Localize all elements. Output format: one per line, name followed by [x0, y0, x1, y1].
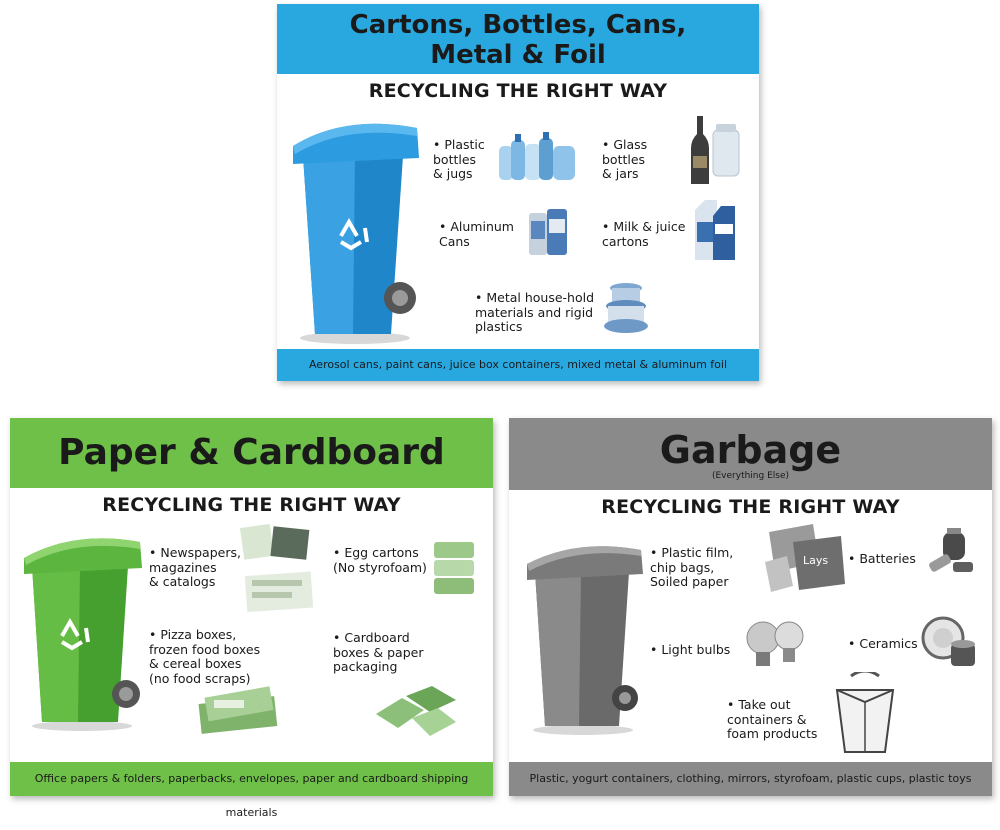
milk-carton-icon	[691, 198, 739, 262]
light-bulbs-icon	[743, 618, 809, 676]
paper-subtitle: RECYCLING THE RIGHT WAY	[102, 494, 401, 516]
paper-item-newspapers-label: • Newspapers, magazines & catalogs	[149, 545, 241, 589]
cartons-title-line2: Metal & Foil	[430, 40, 606, 70]
svg-text:Lays: Lays	[803, 554, 828, 567]
cartons-subtitle: RECYCLING THE RIGHT WAY	[368, 80, 668, 102]
paper-header: Paper & Cardboard	[10, 418, 493, 488]
cartons-footer: Aerosol cans, paint cans, juice box cont…	[277, 349, 759, 381]
garbage-card: Garbage (Everything Else) RECYCLING THE …	[509, 418, 992, 796]
aluminum-cans-icon	[527, 207, 575, 257]
garbage-subtitle: RECYCLING THE RIGHT WAY	[601, 496, 900, 518]
garbage-item-batteries-label: • Batteries	[848, 551, 916, 566]
garbage-item-takeout-label: • Take out containers & foam products	[727, 697, 818, 741]
garbage-subtitle-small: (Everything Else)	[711, 471, 790, 481]
paper-item-eggcartons-label: • Egg cartons (No styrofoam)	[333, 545, 427, 575]
plastic-bottles-icon	[497, 132, 579, 184]
cartons-title-line1: Cartons, Bottles, Cans,	[349, 10, 687, 40]
paper-card: Paper & Cardboard RECYCLING THE RIGHT WA…	[10, 418, 493, 819]
cartons-item-plastic-label: • Plastic bottles & jugs	[433, 137, 485, 181]
cartons-card: Cartons, Bottles, Cans, Metal & Foil REC…	[277, 4, 759, 381]
metal-household-icon	[603, 280, 649, 338]
gray-garbage-bin-icon	[521, 540, 647, 736]
paper-item-cardboard-label: • Cardboard boxes & paper packaging	[333, 630, 424, 674]
cartons-header: Cartons, Bottles, Cans, Metal & Foil	[277, 4, 759, 74]
cartons-item-aluminum-label: • Aluminum Cans	[439, 219, 514, 249]
garbage-header: Garbage (Everything Else)	[509, 418, 992, 490]
cartons-item-glass-label: • Glass bottles & jars	[602, 137, 648, 181]
ceramics-icon	[919, 614, 983, 674]
egg-cartons-icon	[432, 538, 476, 600]
takeout-container-icon	[829, 672, 901, 756]
garbage-item-ceramics-label: • Ceramics	[848, 636, 918, 651]
garbage-footer: Plastic, yogurt containers, clothing, mi…	[509, 762, 992, 796]
garbage-footer-text: Plastic, yogurt containers, clothing, mi…	[529, 772, 972, 785]
chip-bags-icon: Lays	[763, 522, 847, 594]
paper-item-pizzaboxes-label: • Pizza boxes, frozen food boxes & cerea…	[149, 627, 261, 686]
glass-bottles-icon	[689, 116, 741, 186]
newspapers-icon	[236, 522, 318, 618]
blue-recycling-bin-icon	[285, 116, 425, 346]
pizza-boxes-icon	[198, 686, 280, 736]
cartons-item-metal-label: • Metal house-hold materials and rigid p…	[475, 290, 595, 334]
paper-footer: Office papers & folders, paperbacks, env…	[10, 762, 493, 819]
garbage-title: Garbage	[659, 428, 842, 472]
cardboard-boxes-icon	[372, 684, 458, 740]
garbage-item-chipbags-label: • Plastic film, chip bags, Soiled paper	[650, 545, 734, 589]
cartons-item-milk-label: • Milk & juice cartons	[602, 219, 686, 249]
paper-title: Paper & Cardboard	[58, 432, 445, 473]
cartons-footer-text: Aerosol cans, paint cans, juice box cont…	[308, 358, 728, 371]
paper-footer-text: Office papers & folders, paperbacks, env…	[34, 772, 469, 819]
green-recycling-bin-icon	[18, 532, 146, 732]
garbage-item-lightbulbs-label: • Light bulbs	[650, 642, 731, 657]
batteries-icon	[923, 528, 979, 580]
